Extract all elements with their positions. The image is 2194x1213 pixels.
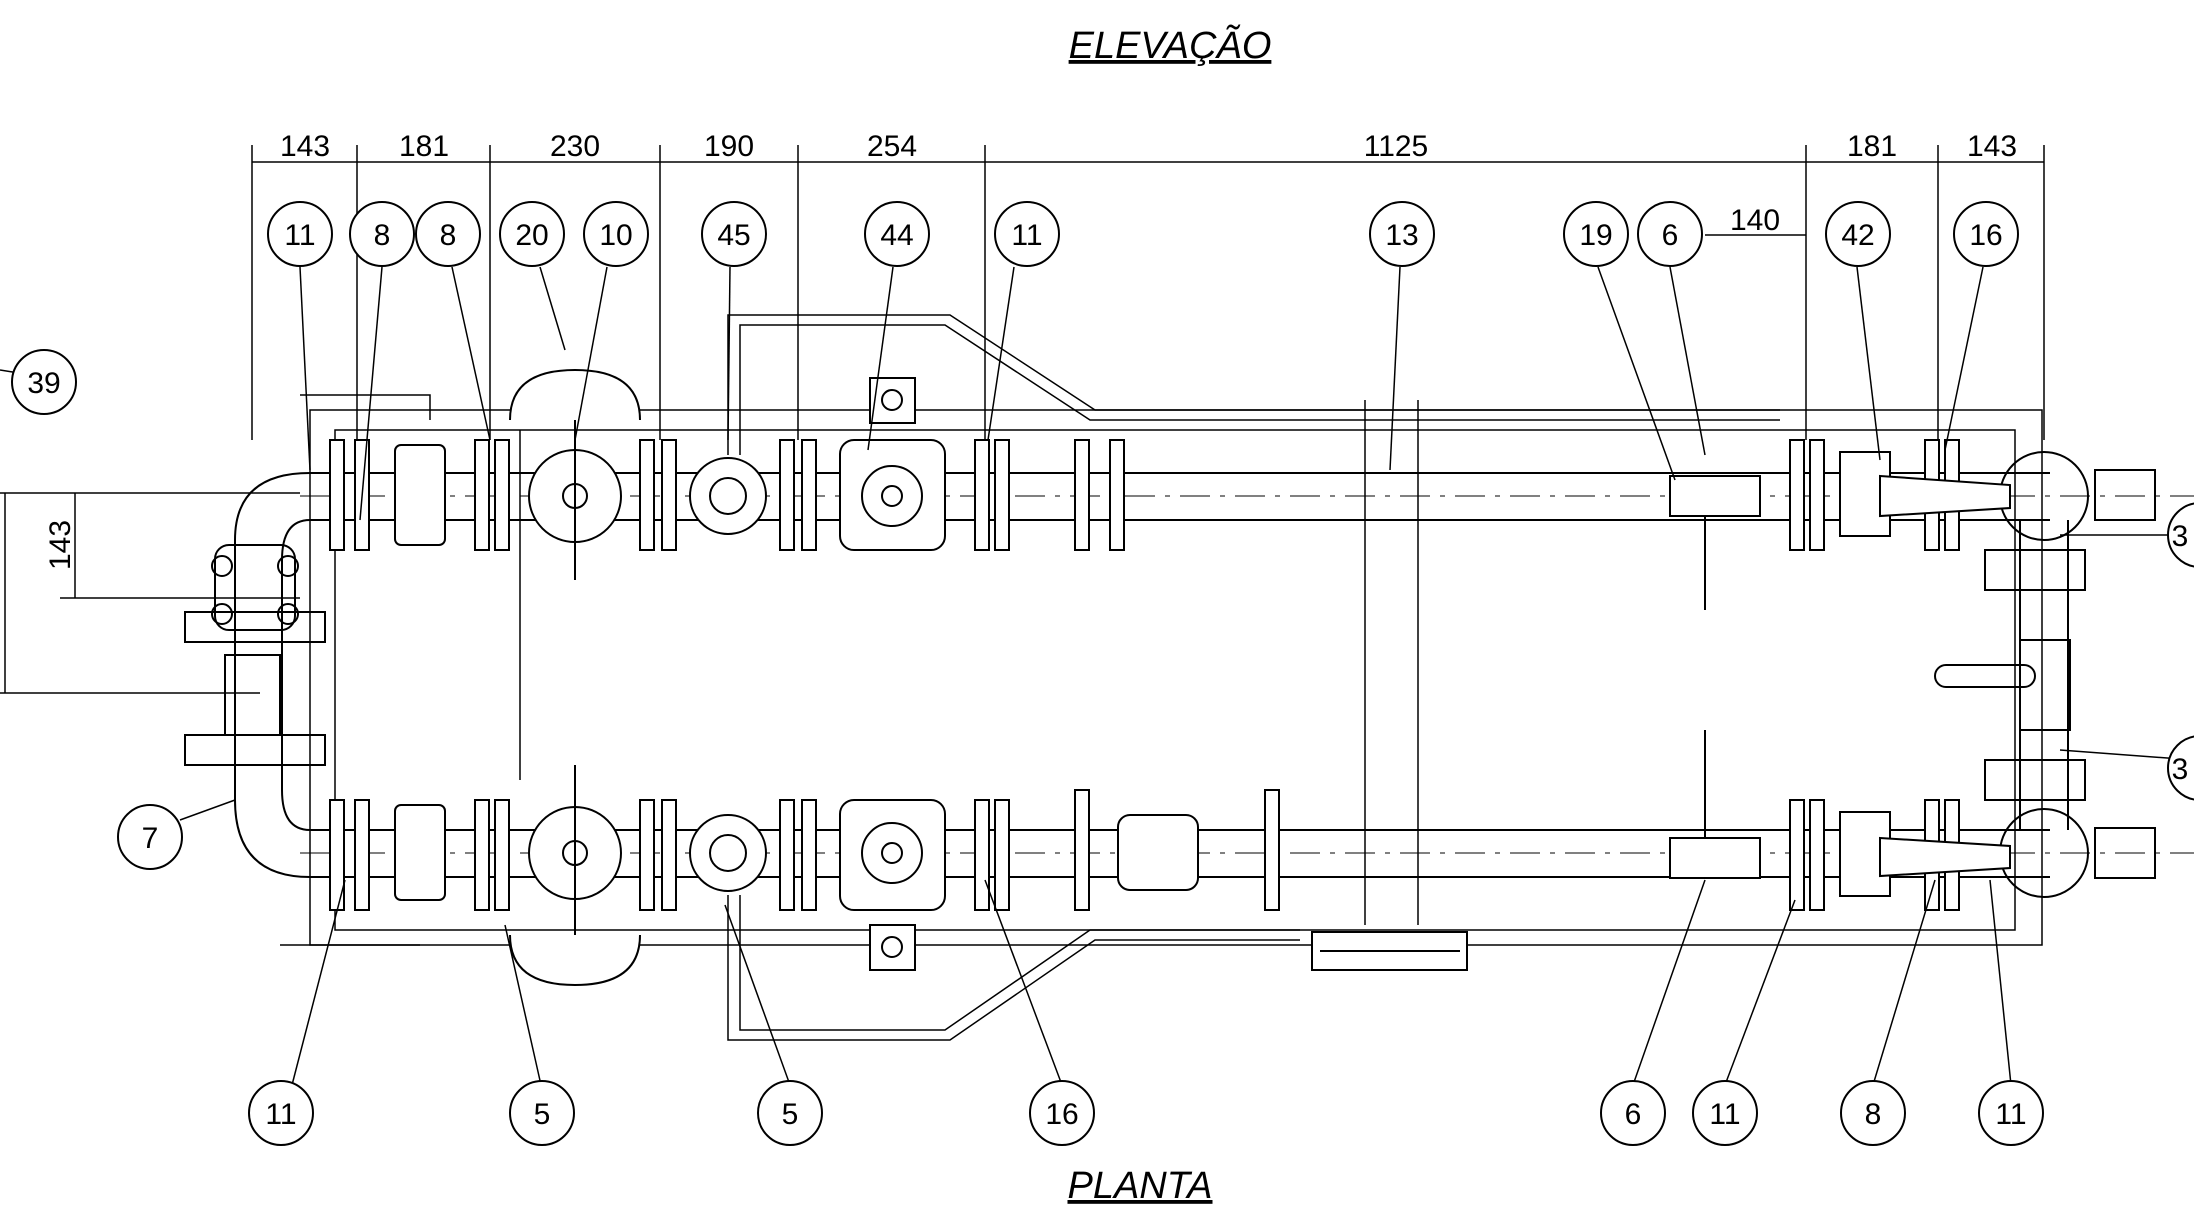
dim-143-right: 143 — [1967, 130, 2017, 163]
dim-143-vertical: 143 — [44, 520, 77, 570]
balloon-right-1: 3 — [2167, 502, 2194, 568]
svg-text:8: 8 — [1865, 1098, 1882, 1131]
balloon-bottom-2: 5 — [509, 1080, 575, 1146]
balloon-top-1: 11 — [267, 201, 333, 267]
elevation-title: ELEVAÇÃO — [1069, 24, 1272, 67]
balloon-top-9: 13 — [1369, 201, 1435, 267]
svg-text:6: 6 — [1662, 219, 1679, 252]
balloon-top-2: 8 — [349, 201, 415, 267]
balloon-top-4: 20 — [499, 201, 565, 267]
balloon-left-1: 39 — [11, 349, 77, 415]
components-bottom — [394, 730, 2011, 987]
impulse-lines — [280, 314, 1780, 1041]
balloon-bottom-4: 16 — [1029, 1080, 1095, 1146]
svg-text:44: 44 — [880, 219, 913, 252]
dim-143-left: 143 — [280, 130, 330, 163]
balloon-bottom-5: 6 — [1600, 1080, 1666, 1146]
balloon-bottom-8: 11 — [1978, 1080, 2044, 1146]
dim-1125: 1125 — [1364, 130, 1429, 163]
balloons-left: 39 7 — [11, 349, 183, 870]
top-dimension-texts: 143 181 230 190 254 1125 181 143 — [280, 130, 2017, 163]
svg-text:8: 8 — [374, 219, 391, 252]
svg-text:39: 39 — [27, 367, 60, 400]
flanges-bottom — [329, 789, 1960, 911]
balloon-bottom-7: 8 — [1840, 1080, 1906, 1146]
svg-text:13: 13 — [1385, 219, 1418, 252]
balloon-top-12: 42 — [1825, 201, 1891, 267]
dim-140: 140 — [1730, 204, 1780, 237]
svg-text:20: 20 — [515, 219, 548, 252]
svg-text:6: 6 — [1625, 1098, 1642, 1131]
balloons-top: 11 8 8 20 10 45 44 11 13 19 6 42 16 — [267, 201, 2019, 267]
balloon-right-2: 3 — [2167, 735, 2194, 801]
right-return-bend — [1934, 451, 2156, 898]
dim-230: 230 — [550, 130, 600, 163]
top-dimension-chain — [251, 145, 2045, 440]
svg-text:5: 5 — [782, 1098, 799, 1131]
svg-text:42: 42 — [1841, 219, 1874, 252]
dim-190: 190 — [704, 130, 754, 163]
balloon-top-7: 44 — [864, 201, 930, 267]
balloon-top-11: 6 — [1637, 201, 1703, 267]
balloon-top-3: 8 — [415, 201, 481, 267]
balloon-top-6: 45 — [701, 201, 767, 267]
svg-text:11: 11 — [1995, 1098, 2026, 1131]
dim-254: 254 — [867, 130, 917, 163]
dim-181-left: 181 — [399, 130, 449, 163]
balloon-left-2: 7 — [117, 804, 183, 870]
left-return-bend — [184, 472, 326, 878]
balloon-bottom-6: 11 — [1692, 1080, 1758, 1146]
svg-text:16: 16 — [1969, 219, 2002, 252]
svg-text:11: 11 — [265, 1098, 296, 1131]
balloon-top-10: 19 — [1563, 201, 1629, 267]
balloon-bottom-1: 11 — [248, 1080, 314, 1146]
components-top — [394, 368, 2011, 610]
svg-text:45: 45 — [717, 219, 750, 252]
svg-text:11: 11 — [284, 219, 315, 252]
svg-text:3: 3 — [2172, 753, 2189, 786]
svg-text:16: 16 — [1045, 1098, 1078, 1131]
svg-text:5: 5 — [534, 1098, 551, 1131]
balloons-right: 3 3 — [2167, 502, 2194, 801]
balloon-top-5: 10 — [583, 201, 649, 267]
flanges-top — [329, 439, 1960, 551]
svg-text:3: 3 — [2172, 520, 2189, 553]
svg-text:10: 10 — [599, 219, 632, 252]
balloons-bottom: 11 5 5 16 6 11 8 11 — [248, 1080, 2044, 1146]
svg-text:19: 19 — [1579, 219, 1612, 252]
dim-181-right: 181 — [1847, 130, 1897, 163]
balloon-top-13: 16 — [1953, 201, 2019, 267]
plan-title: PLANTA — [1067, 1165, 1212, 1207]
svg-text:11: 11 — [1709, 1098, 1740, 1131]
leader-lines — [0, 266, 2194, 1086]
svg-text:8: 8 — [440, 219, 457, 252]
balloon-bottom-3: 5 — [757, 1080, 823, 1146]
balloon-top-8: 11 — [994, 201, 1060, 267]
svg-text:11: 11 — [1011, 219, 1042, 252]
svg-text:7: 7 — [142, 822, 159, 855]
